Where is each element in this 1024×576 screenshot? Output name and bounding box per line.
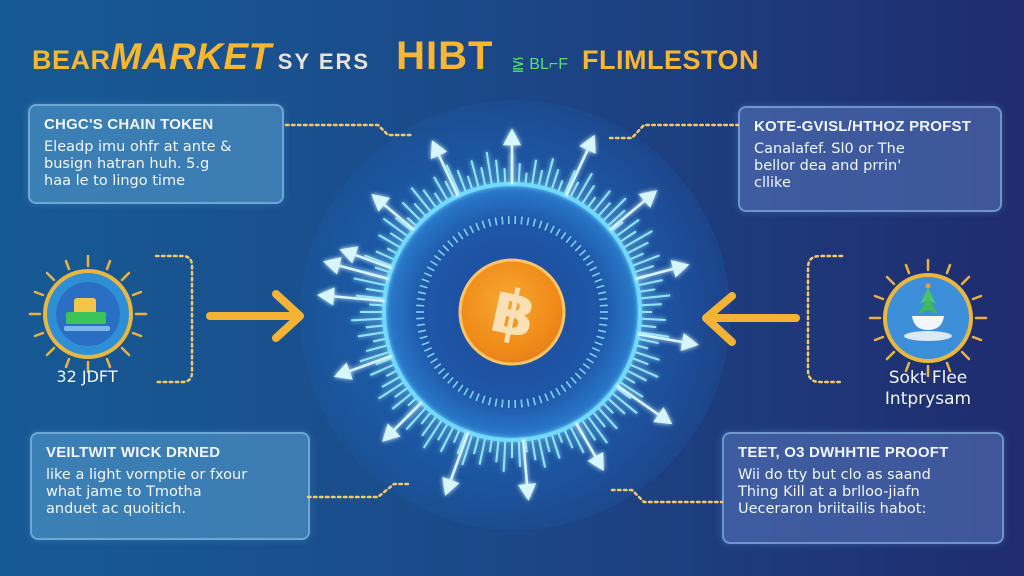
info-card-bottom-right: TEET, O3 DWHHTIE PROOFT Wii do tty but c… xyxy=(722,432,1004,544)
badge-label-right: Sokt Flee Intprysam xyxy=(858,368,998,410)
title-part-3: SY ERS xyxy=(277,49,371,74)
card-body: Wii do tty but clo as saand Thing Kill a… xyxy=(738,467,988,518)
badge-label-left: 32 JDFT xyxy=(22,367,152,386)
arrowhead-icon xyxy=(339,246,359,264)
arrowhead-icon xyxy=(638,190,658,208)
coin-stack-badge-icon xyxy=(28,254,148,374)
arrowhead-icon xyxy=(517,483,537,501)
card-line: what jame to Tmotha xyxy=(46,484,202,500)
card-line: cllike xyxy=(754,175,791,191)
card-heading: VEILTWIT WICK DRNED xyxy=(46,444,221,461)
arrowhead-icon xyxy=(680,333,699,351)
arrowhead-icon xyxy=(670,260,690,278)
info-card-top-right: KOTE-GVISL/HTHOZ PROFST Canalafef. Sl0 o… xyxy=(738,106,1002,212)
card-body: Eleadp imu ohfr at ante & busign hatran … xyxy=(44,139,268,190)
info-card-top-left: CHGC'S CHAIN TOKEN Eleadp imu ohfr at an… xyxy=(28,104,284,204)
arrowhead-icon xyxy=(382,423,401,442)
badge-label-line: 32 JDFT xyxy=(56,367,118,386)
arrowhead-icon xyxy=(653,407,673,425)
title-part-6: FLIMLESTON xyxy=(581,45,759,75)
title-glyph-scribble: ⪠ BL⌐F xyxy=(511,56,568,73)
arrowhead-icon xyxy=(442,476,460,496)
info-card-bottom-left: VEILTWIT WICK DRNED like a light vornpti… xyxy=(30,432,310,540)
card-line: haa le to lingo time xyxy=(44,173,185,189)
plant-bowl-badge-icon xyxy=(868,258,988,378)
bitcoin-coin-icon: ฿ xyxy=(458,258,566,366)
card-line: Ueceraron briitailis habot: xyxy=(738,501,927,517)
card-line: bellor dea and prrin' xyxy=(754,158,902,174)
card-line: busign hatran huh. 5.g xyxy=(44,156,210,172)
card-body: like a light vornptie or fxour what jame… xyxy=(46,467,294,518)
arrowhead-icon xyxy=(371,193,391,212)
card-line: Wii do tty but clo as saand xyxy=(738,467,931,483)
arrowhead-icon xyxy=(333,362,353,380)
arrow-right-icon xyxy=(206,290,304,342)
arrowhead-icon xyxy=(579,134,596,154)
card-line: anduet ac quoitich. xyxy=(46,501,186,517)
card-line: Eleadp imu ohfr at ante & xyxy=(44,139,232,155)
title-part-4: HIBT xyxy=(396,34,494,78)
card-line: Thing Kill at a brlloo-jiafn xyxy=(738,484,920,500)
badge-label-line: Intprysam xyxy=(884,389,972,409)
arrowhead-icon xyxy=(587,451,604,472)
arrowhead-icon xyxy=(323,256,342,275)
card-heading: KOTE-GVISL/HTHOZ PROFST xyxy=(754,118,972,135)
card-heading: TEET, O3 DWHHTIE PROOFT xyxy=(738,444,949,461)
card-line: Canalafef. Sl0 or The xyxy=(754,141,905,157)
arrowhead-icon xyxy=(317,287,335,306)
page-title: BEAR MARKET SY ERS HIBT ⪠ BL⌐F FLIMLESTO… xyxy=(32,34,994,78)
arrow-left-icon xyxy=(702,292,800,346)
badge-label-line: Sokt Flee xyxy=(888,368,968,388)
card-body: Canalafef. Sl0 or The bellor dea and prr… xyxy=(754,141,986,192)
title-part-2: MARKET xyxy=(110,36,272,77)
card-heading: CHGC'S CHAIN TOKEN xyxy=(44,116,214,133)
arrowhead-icon xyxy=(430,140,448,160)
title-part-1: BEAR xyxy=(32,45,111,75)
arrowhead-icon xyxy=(502,128,522,146)
card-line: like a light vornptie or fxour xyxy=(46,467,248,483)
